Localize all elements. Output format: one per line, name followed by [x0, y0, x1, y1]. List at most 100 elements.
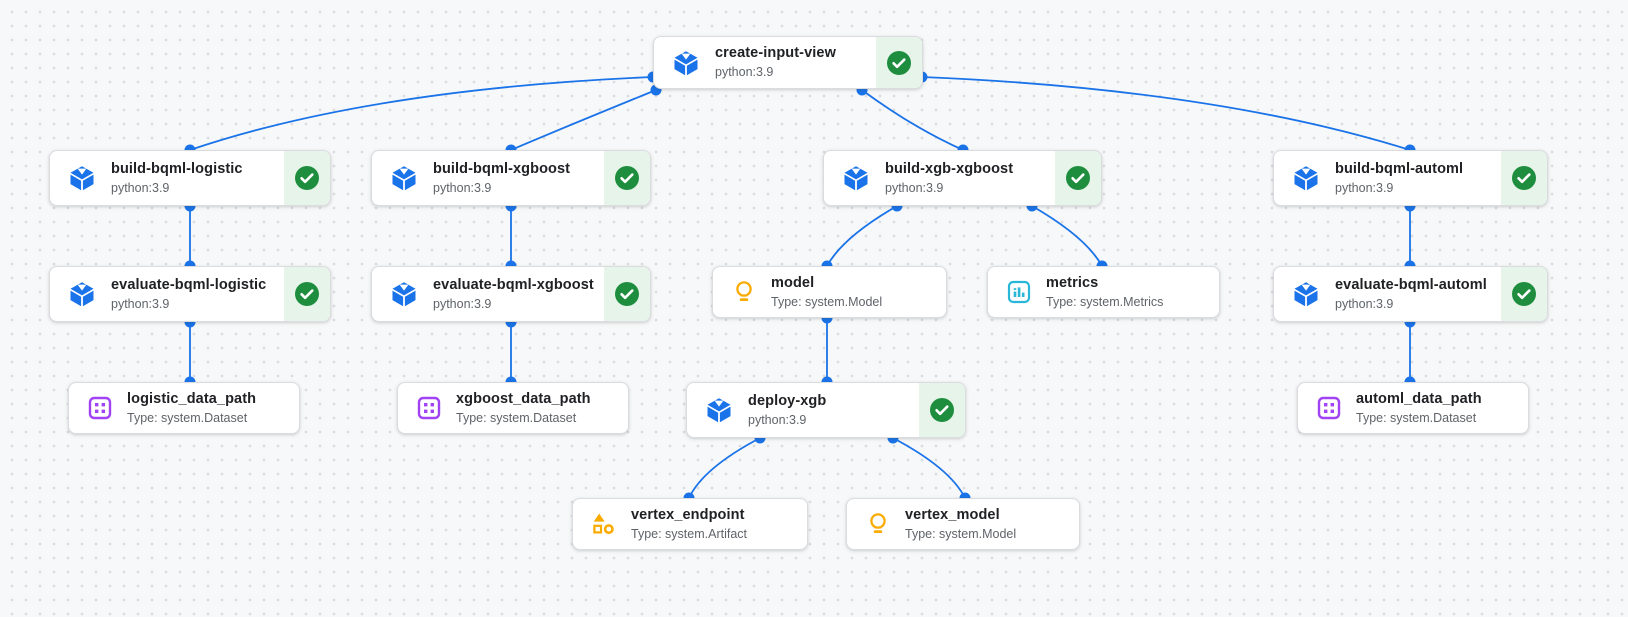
component-cube-icon	[672, 49, 700, 77]
node-title: automl_data_path	[1356, 390, 1482, 407]
node-title: xgboost_data_path	[456, 390, 591, 407]
component-cube-icon	[842, 164, 870, 192]
component-cube-icon	[68, 164, 96, 192]
node-subtitle: python:3.9	[885, 180, 944, 195]
component-cube-icon	[1292, 280, 1320, 308]
node-title: build-bqml-logistic	[111, 160, 243, 177]
node-xgboost_data_path[interactable]: xgboost_data_path Type: system.Dataset	[397, 382, 629, 434]
component-cube-icon	[1294, 282, 1318, 307]
node-build-bqml-logistic[interactable]: build-bqml-logistic python:3.9	[49, 150, 331, 206]
edge-deploy-xgb-to-vertex_model	[892, 437, 966, 499]
node-subtitle: Type: system.Dataset	[1356, 410, 1477, 425]
status-success-badge	[1055, 151, 1101, 205]
metrics-chart-icon	[1007, 280, 1031, 304]
dataset-grid-icon	[87, 395, 113, 421]
check-circle-icon	[615, 166, 639, 190]
node-subtitle: Type: system.Model	[771, 294, 883, 309]
node-vertex_model[interactable]: vertex_model Type: system.Model	[846, 498, 1080, 550]
component-cube-icon	[392, 282, 416, 307]
node-automl_data_path[interactable]: automl_data_path Type: system.Dataset	[1297, 382, 1529, 434]
component-cube-icon	[70, 282, 94, 307]
status-success-badge	[284, 267, 330, 321]
node-build-bqml-automl[interactable]: build-bqml-automl python:3.9	[1273, 150, 1548, 206]
check-circle-icon	[1512, 282, 1536, 306]
node-title: build-bqml-automl	[1335, 160, 1464, 177]
node-metrics[interactable]: metrics Type: system.Metrics	[987, 266, 1220, 318]
node-subtitle: python:3.9	[111, 180, 170, 195]
node-title: metrics	[1046, 274, 1099, 291]
component-cube-icon	[674, 50, 698, 75]
edge-create-input-view-to-build-bqml-automl	[921, 76, 1411, 151]
node-title: evaluate-bqml-xgboost	[433, 276, 594, 293]
node-subtitle: Type: system.Model	[905, 526, 1017, 541]
component-cube-icon	[68, 280, 96, 308]
status-success-badge	[876, 37, 922, 88]
node-build-bqml-xgboost[interactable]: build-bqml-xgboost python:3.9	[371, 150, 651, 206]
edge-deploy-xgb-to-vertex_endpoint	[688, 437, 761, 499]
node-subtitle: python:3.9	[748, 412, 807, 427]
component-cube-icon	[844, 166, 868, 191]
node-title: logistic_data_path	[127, 390, 257, 407]
node-title: model	[771, 274, 815, 291]
model-lightbulb-icon	[731, 279, 757, 305]
edge-build-xgb-xgboost-to-metrics	[1031, 205, 1103, 267]
component-cube-icon	[390, 164, 418, 192]
status-success-badge	[1501, 151, 1547, 205]
node-subtitle: Type: system.Dataset	[127, 410, 248, 425]
node-subtitle: python:3.9	[1335, 296, 1394, 311]
dataset-grid-icon	[417, 396, 441, 420]
component-cube-icon	[707, 398, 731, 423]
check-circle-icon	[295, 282, 319, 306]
component-cube-icon	[392, 166, 416, 191]
component-cube-icon	[705, 396, 733, 424]
component-cube-icon	[1294, 166, 1318, 191]
node-subtitle: Type: system.Metrics	[1046, 294, 1164, 309]
node-evaluate-bqml-logistic[interactable]: evaluate-bqml-logistic python:3.9	[49, 266, 331, 322]
node-subtitle: python:3.9	[433, 180, 492, 195]
metrics-chart-icon	[1006, 279, 1032, 305]
node-deploy-xgb[interactable]: deploy-xgb python:3.9	[686, 382, 966, 438]
component-cube-icon	[1292, 164, 1320, 192]
dataset-grid-icon	[1317, 396, 1341, 420]
edge-create-input-view-to-build-bqml-logistic	[189, 76, 654, 151]
model-lightbulb-icon	[736, 281, 752, 301]
node-subtitle: Type: system.Dataset	[456, 410, 577, 425]
model-lightbulb-icon	[865, 511, 891, 537]
check-circle-icon	[930, 398, 954, 422]
component-cube-icon	[390, 280, 418, 308]
node-evaluate-bqml-automl[interactable]: evaluate-bqml-automl python:3.9	[1273, 266, 1548, 322]
check-circle-icon	[295, 166, 319, 190]
edge-build-xgb-xgboost-to-model	[826, 205, 898, 267]
node-subtitle: python:3.9	[111, 296, 170, 311]
node-title: vertex_endpoint	[631, 506, 745, 523]
edge-create-input-view-to-build-xgb-xgboost	[861, 89, 964, 151]
node-logistic_data_path[interactable]: logistic_data_path Type: system.Dataset	[68, 382, 300, 434]
status-success-badge	[604, 151, 650, 205]
node-evaluate-bqml-xgboost[interactable]: evaluate-bqml-xgboost python:3.9	[371, 266, 651, 322]
node-title: build-bqml-xgboost	[433, 160, 571, 177]
node-title: vertex_model	[905, 506, 1000, 523]
edge-create-input-view-to-build-bqml-xgboost	[510, 89, 657, 151]
status-success-badge	[919, 383, 965, 437]
node-subtitle: python:3.9	[1335, 180, 1394, 195]
check-circle-icon	[615, 282, 639, 306]
status-success-badge	[604, 267, 650, 321]
component-cube-icon	[70, 166, 94, 191]
node-subtitle: Type: system.Artifact	[631, 526, 748, 541]
check-circle-icon	[887, 50, 911, 75]
node-subtitle: python:3.9	[433, 296, 492, 311]
node-title: build-xgb-xgboost	[885, 160, 1014, 177]
node-title: create-input-view	[715, 45, 836, 62]
dataset-grid-icon	[1316, 395, 1342, 421]
node-vertex_endpoint[interactable]: vertex_endpoint Type: system.Artifact	[572, 498, 808, 550]
status-success-badge	[284, 151, 330, 205]
node-build-xgb-xgboost[interactable]: build-xgb-xgboost python:3.9	[823, 150, 1102, 206]
check-circle-icon	[1066, 166, 1090, 190]
node-create-input-view[interactable]: create-input-view python:3.9	[653, 36, 923, 89]
dataset-grid-icon	[88, 396, 112, 420]
dataset-grid-icon	[416, 395, 442, 421]
status-success-badge	[1501, 267, 1547, 321]
node-model[interactable]: model Type: system.Model	[712, 266, 947, 318]
node-title: deploy-xgb	[748, 392, 827, 409]
